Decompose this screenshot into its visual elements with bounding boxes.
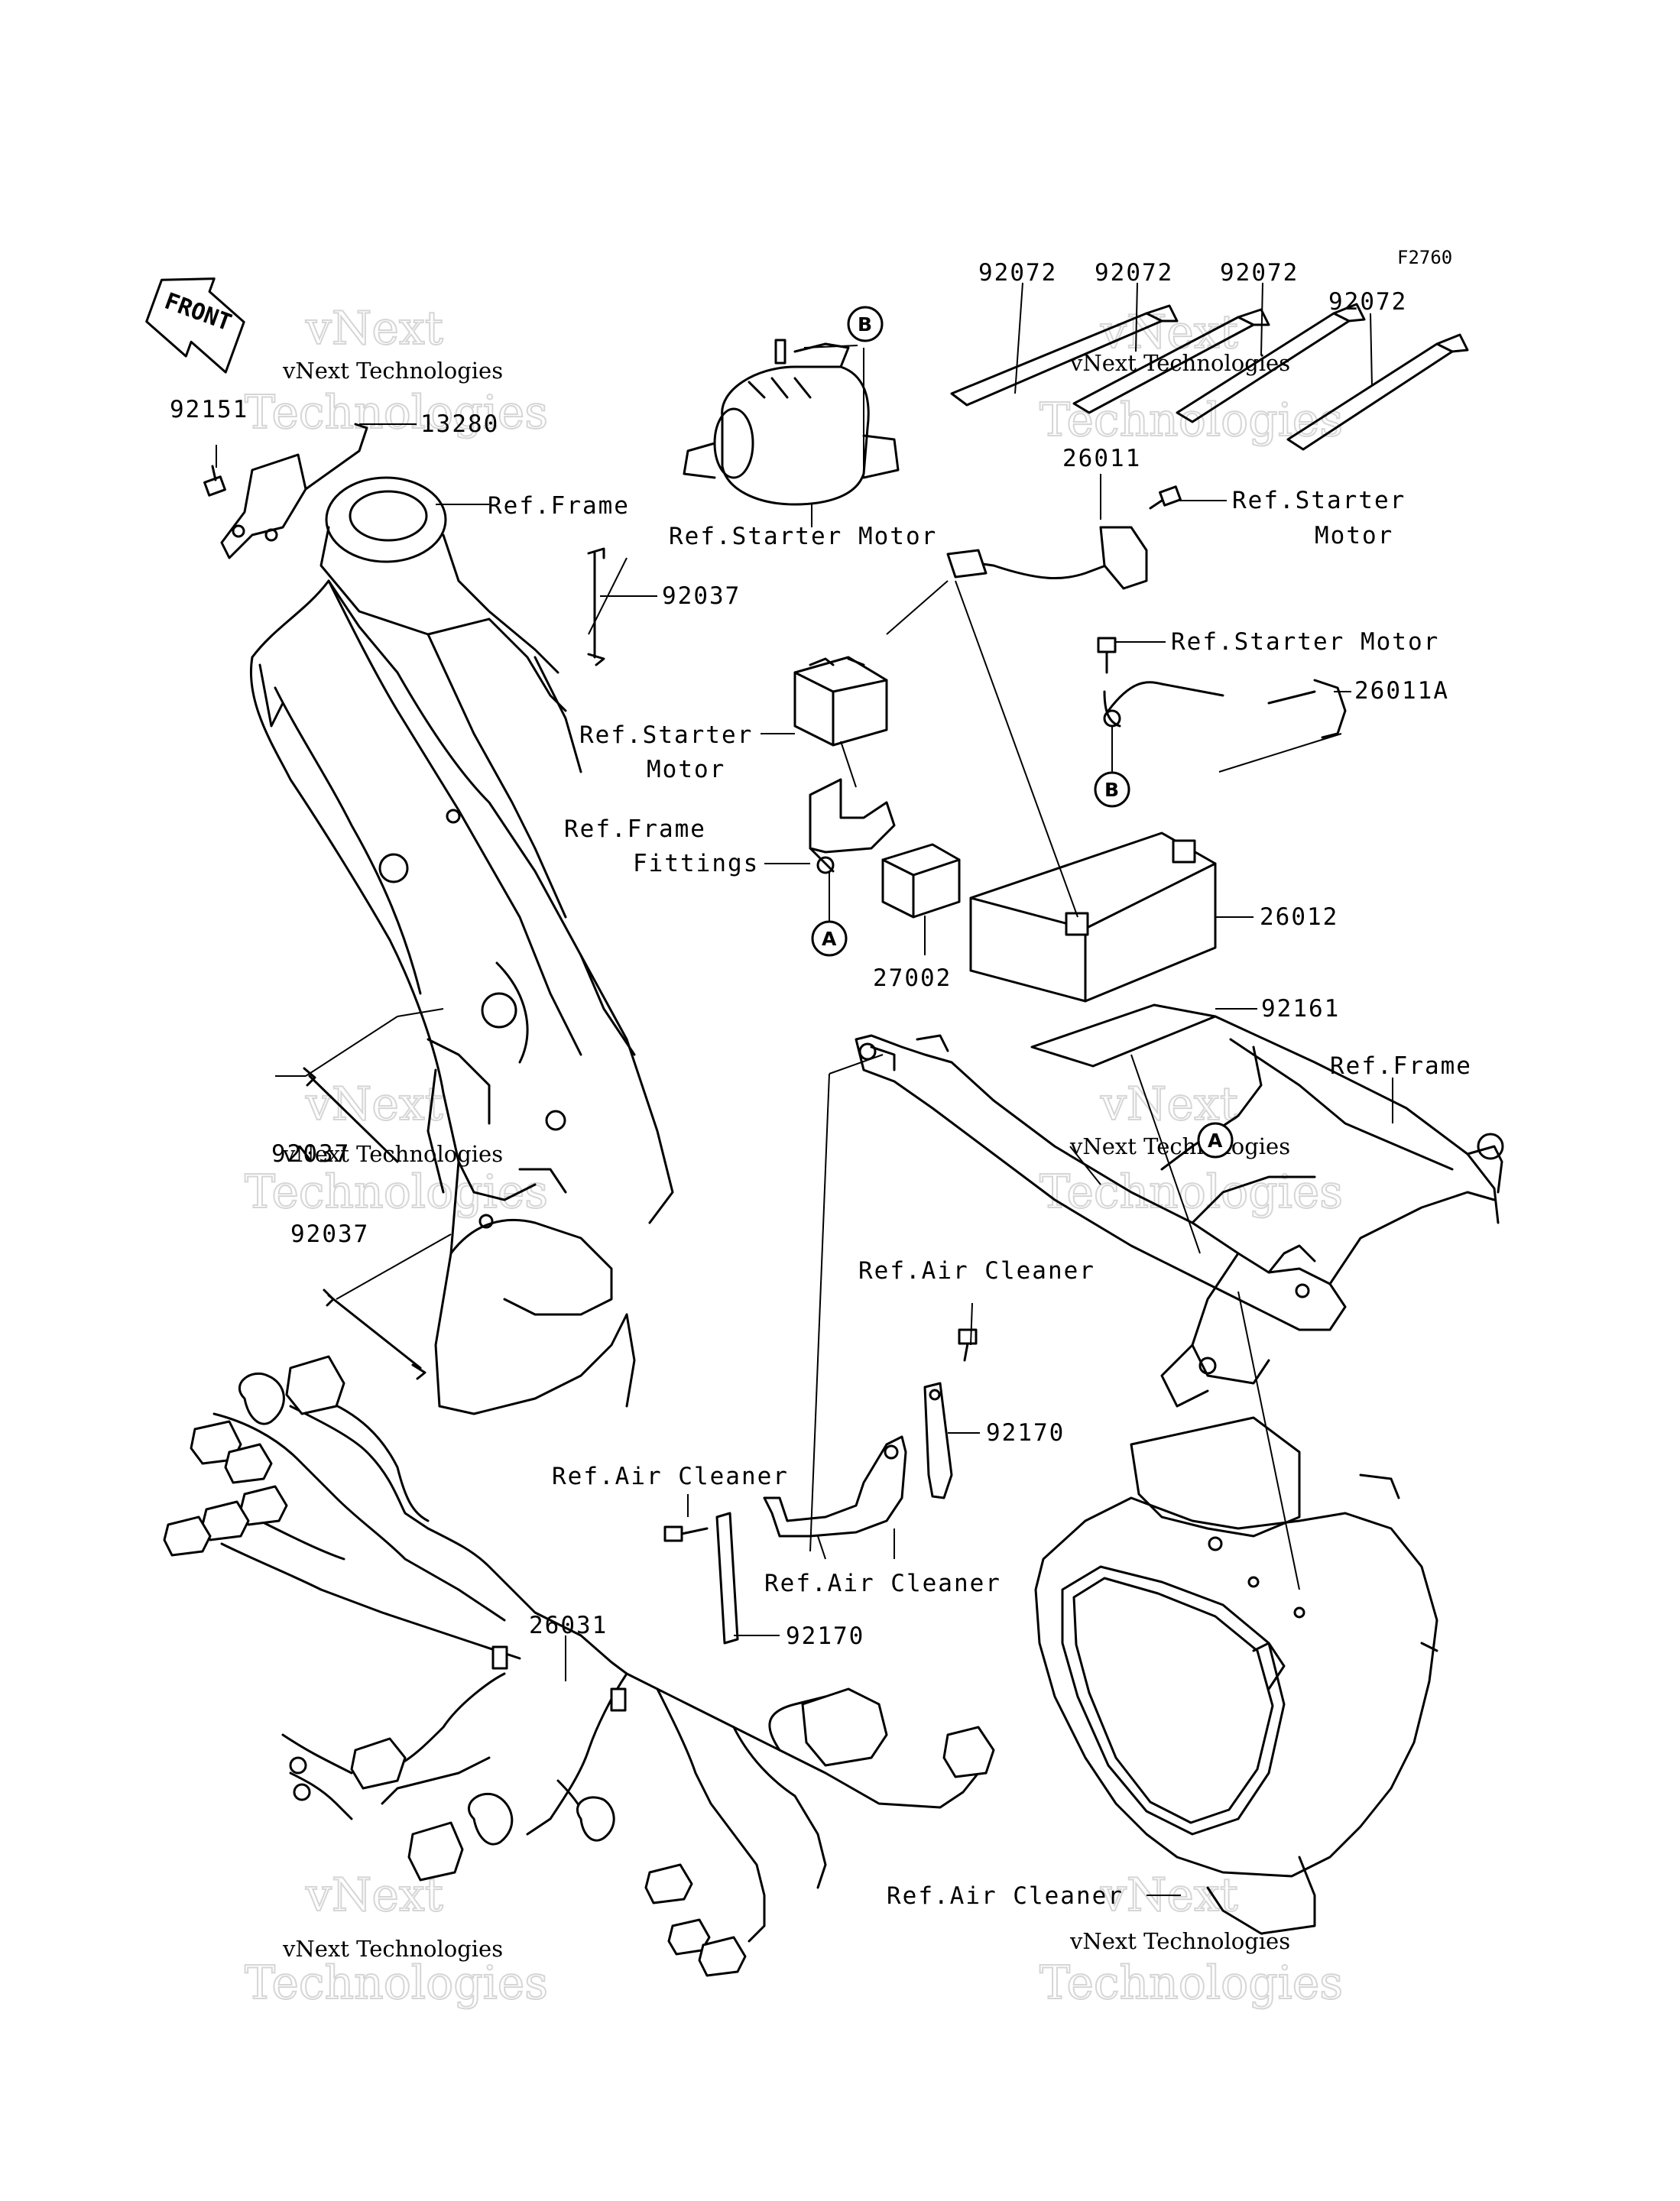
label-92170-lower: 92170	[786, 1622, 864, 1650]
strap-92170-lower	[715, 1512, 739, 1645]
svg-text:A: A	[1208, 1130, 1223, 1152]
svg-text:A: A	[822, 928, 837, 950]
label-26031: 26031	[529, 1612, 608, 1639]
clamp-92037-top	[587, 547, 605, 666]
starter-relay-drawing	[793, 656, 888, 747]
label-92151: 92151	[170, 396, 248, 423]
clamp-92037-low	[323, 1289, 426, 1380]
clamp-92037-mid	[303, 1067, 399, 1163]
marker-b-top: B	[847, 306, 884, 342]
label-ref-frame-1: Ref.Frame	[488, 492, 630, 520]
label-ref-starter-4a: Ref.Starter	[579, 721, 753, 749]
label-92037-top: 92037	[662, 582, 741, 610]
front-arrow-icon: FRONT	[145, 277, 245, 374]
wiring-harness-drawing	[163, 1355, 995, 1977]
bolt-92151-icon	[203, 465, 226, 497]
label-ref-air-cleaner-3: Ref.Air Cleaner	[764, 1570, 1001, 1597]
pad-92161-drawing	[1030, 1003, 1217, 1068]
label-26011A: 26011A	[1354, 677, 1449, 705]
air-cleaner-box-drawing	[1034, 1416, 1438, 1935]
label-ref-starter-2a: Ref.Starter	[1232, 487, 1406, 514]
cable-tie-92072-4	[1286, 333, 1469, 451]
watermark-mid-right: vNext Technologies vNext Technologies	[1039, 1077, 1344, 1220]
subframe-drawing	[855, 1015, 1504, 1408]
cable-26011-drawing	[946, 526, 1148, 590]
label-27002: 27002	[873, 964, 952, 992]
label-92072-1: 92072	[978, 259, 1057, 287]
label-ref-air-cleaner-1: Ref.Air Cleaner	[858, 1257, 1095, 1285]
relay-bracket-drawing	[809, 778, 896, 874]
watermark-bottom-left: vNext Technologies vNext Technologies	[244, 1868, 549, 2011]
bolt-icon-aircleaner-2	[663, 1525, 709, 1542]
battery-26012-drawing	[969, 831, 1217, 1003]
svg-text:vNext Technologies: vNext Technologies	[1069, 1928, 1290, 1954]
cable-tie-92072-1	[950, 304, 1179, 407]
svg-text:Technologies: Technologies	[245, 1956, 548, 2010]
svg-text:Technologies: Technologies	[245, 1165, 548, 1219]
label-26011: 26011	[1062, 445, 1141, 472]
strap-92170-upper	[923, 1382, 953, 1499]
cable-tie-92072-3	[1176, 303, 1366, 423]
marker-a-right: A	[1197, 1122, 1234, 1159]
label-ref-starter-2b: Motor	[1315, 522, 1393, 549]
label-13280: 13280	[420, 410, 499, 438]
svg-text:vNext Technologies: vNext Technologies	[282, 358, 503, 384]
figure-code: F2760	[1397, 247, 1452, 268]
svg-text:vNext: vNext	[1100, 306, 1238, 359]
fuse-27002-drawing	[881, 843, 961, 919]
label-ref-air-cleaner-4: Ref.Air Cleaner	[887, 1882, 1124, 1910]
label-92037-low: 92037	[290, 1220, 369, 1248]
label-ref-starter-motor-3: Ref.Starter Motor	[1171, 628, 1439, 656]
svg-text:B: B	[858, 313, 872, 335]
label-ref-frame-fittings-a: Ref.Frame	[564, 815, 706, 843]
label-26012: 26012	[1260, 903, 1338, 931]
label-92170-upper: 92170	[986, 1419, 1065, 1447]
label-92037-mid: 92037	[271, 1140, 350, 1168]
svg-text:Technologies: Technologies	[245, 386, 548, 439]
bolt-icon-starter-2	[1097, 637, 1117, 674]
bolt-icon-aircleaner-1	[958, 1328, 978, 1362]
svg-text:Technologies: Technologies	[1039, 1165, 1343, 1219]
svg-text:Technologies: Technologies	[1039, 1956, 1343, 2010]
cable-26011A-drawing	[1103, 679, 1347, 739]
part-labels: 92151 13280 Ref.Frame 92037 92037 92037 …	[170, 259, 1472, 1910]
label-ref-starter-4b: Motor	[647, 756, 725, 783]
label-ref-frame-fittings-b: Fittings	[633, 850, 759, 877]
svg-text:vNext Technologies: vNext Technologies	[282, 1936, 503, 1962]
svg-text:B: B	[1104, 779, 1119, 801]
label-92072-3: 92072	[1220, 259, 1299, 287]
frame-drawing	[250, 476, 674, 1415]
svg-text:vNext Technologies: vNext Technologies	[282, 1141, 503, 1167]
marker-a-left: A	[811, 920, 848, 957]
watermark-mid-left: vNext Technologies vNext Technologies	[244, 1077, 549, 1220]
marker-b-mid: B	[1094, 771, 1130, 808]
watermark-top-right: vNext Technologies vNext Technologies	[1039, 305, 1344, 448]
starter-motor-drawing	[683, 339, 900, 506]
svg-text:vNext: vNext	[305, 302, 443, 355]
svg-text:vNext: vNext	[305, 1078, 443, 1131]
label-92161: 92161	[1261, 995, 1340, 1023]
watermark-top-left: vNext Technologies vNext Technologies	[244, 301, 549, 440]
bracket-air-cleaner-drawing	[763, 1435, 907, 1538]
label-ref-frame-2: Ref.Frame	[1330, 1052, 1472, 1080]
bracket-13280	[220, 423, 368, 559]
leader-lines	[216, 282, 1393, 1896]
label-92072-2: 92072	[1095, 259, 1173, 287]
watermark-bottom-right: vNext Technologies vNext Technologies	[1039, 1868, 1344, 2011]
label-ref-starter-motor-1: Ref.Starter Motor	[669, 523, 937, 550]
label-ref-air-cleaner-2: Ref.Air Cleaner	[552, 1463, 789, 1490]
label-92072-4: 92072	[1328, 288, 1407, 316]
bolt-icon-starter-1	[1149, 485, 1182, 510]
